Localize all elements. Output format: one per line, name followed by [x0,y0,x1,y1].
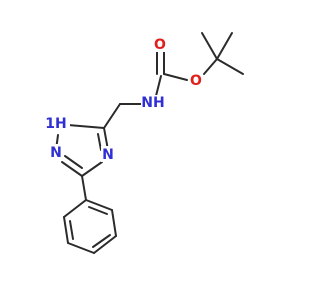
bond-tbu-methyl-right [216,58,244,75]
o-carbonyl-label: O [154,37,166,53]
bond-tbu-methyl-top [216,32,233,60]
n-triazole-h-bg [44,115,70,131]
molecule-diagram: O O NH 1H N N [44,32,244,254]
o-carbonyl-bg [153,36,167,52]
o-ester-bg [189,72,203,88]
n-triazole-4-bg [101,146,115,162]
phenyl-ring [63,175,117,254]
n-triazole-2-bg [49,144,63,160]
n-carbamate-label: NH [141,95,164,111]
bond-ph-3 [93,235,117,254]
bond-ph-inner-3 [69,220,74,240]
bond-ph-2 [111,209,117,237]
bond-c5-n1 [67,124,105,129]
bond-tbu-to-o [203,58,218,75]
atom-labels: O O NH 1H N N [44,36,203,163]
bond-n2-c3 [61,161,83,177]
bond-ph-5 [63,216,69,244]
bond-ph-6 [63,199,87,218]
bond-c3-n4 [81,161,103,177]
n-triazole-4-label: N [102,147,114,163]
o-ester-label: O [190,73,202,89]
bond-ch2-to-triazole [103,103,121,129]
bond-n2-c3-double [64,155,83,169]
carbamate-group [103,51,188,129]
bond-triazole-to-phenyl [81,175,87,201]
n-triazole-2-label: N [50,145,62,161]
n-triazole-h-label: 1H [45,116,66,132]
bond-ph-inner-2 [92,234,111,248]
bond-c-to-n [155,75,162,97]
triazole-ring [55,124,109,177]
tert-butyl-group [201,32,244,75]
bond-ph-inner-1 [88,206,108,215]
bond-n4-c5-double [97,133,102,151]
n-carbamate-bg [141,95,165,111]
bond-ph-1 [85,199,113,211]
bond-ph-4 [67,242,95,254]
bond-o-ester-to-c [163,73,188,81]
bond-tbu-methyl-left [201,32,218,60]
